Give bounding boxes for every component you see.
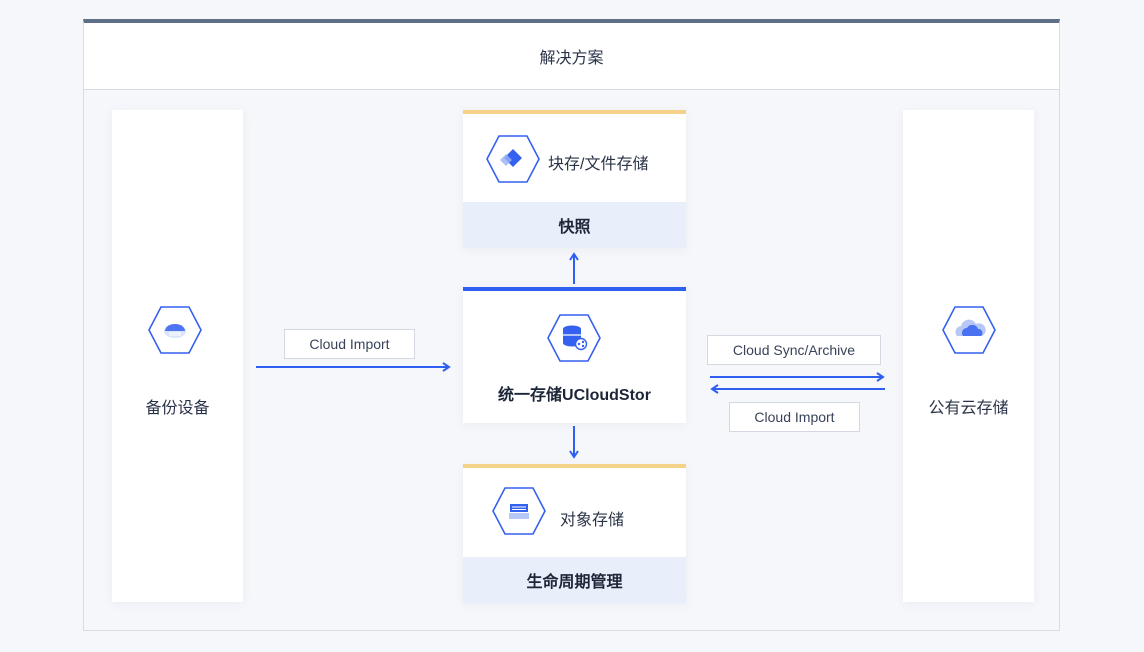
cloud-icon [942,306,996,354]
block-storage-icon [486,135,540,183]
object-storage-title: 对象存储 [560,512,625,529]
unified-storage-title: 统一存储UCloudStor [498,387,651,404]
backup-device-panel: 备份设备 [112,110,243,602]
page-title: 解决方案 [539,50,604,67]
database-share-icon [547,314,601,362]
cloud-import-tag-left: Cloud Import [284,329,415,359]
public-cloud-panel: 公有云存储 [903,110,1034,602]
unified-storage-card: 统一存储UCloudStor [463,287,686,423]
cloud-import-tag-right: Cloud Import [729,402,860,432]
object-storage-icon [492,487,546,535]
public-cloud-label: 公有云存储 [928,400,1009,417]
cloud-import-tag-left-text: Cloud Import [309,336,390,352]
snapshot-label: 快照 [463,202,686,248]
cloud-sync-archive-tag-text: Cloud Sync/Archive [732,342,856,358]
block-file-storage-title: 块存/文件存储 [548,156,649,173]
cloud-sync-archive-tag: Cloud Sync/Archive [707,335,881,365]
cloud-import-tag-right-text: Cloud Import [754,409,835,425]
lifecycle-management-label: 生命周期管理 [463,557,686,603]
block-file-storage-card: 块存/文件存储 快照 [463,110,686,248]
backup-device-label: 备份设备 [145,400,210,417]
cloud-device-icon [148,306,202,354]
frame-header: 解决方案 [84,23,1059,90]
object-storage-card: 对象存储 生命周期管理 [463,464,686,603]
